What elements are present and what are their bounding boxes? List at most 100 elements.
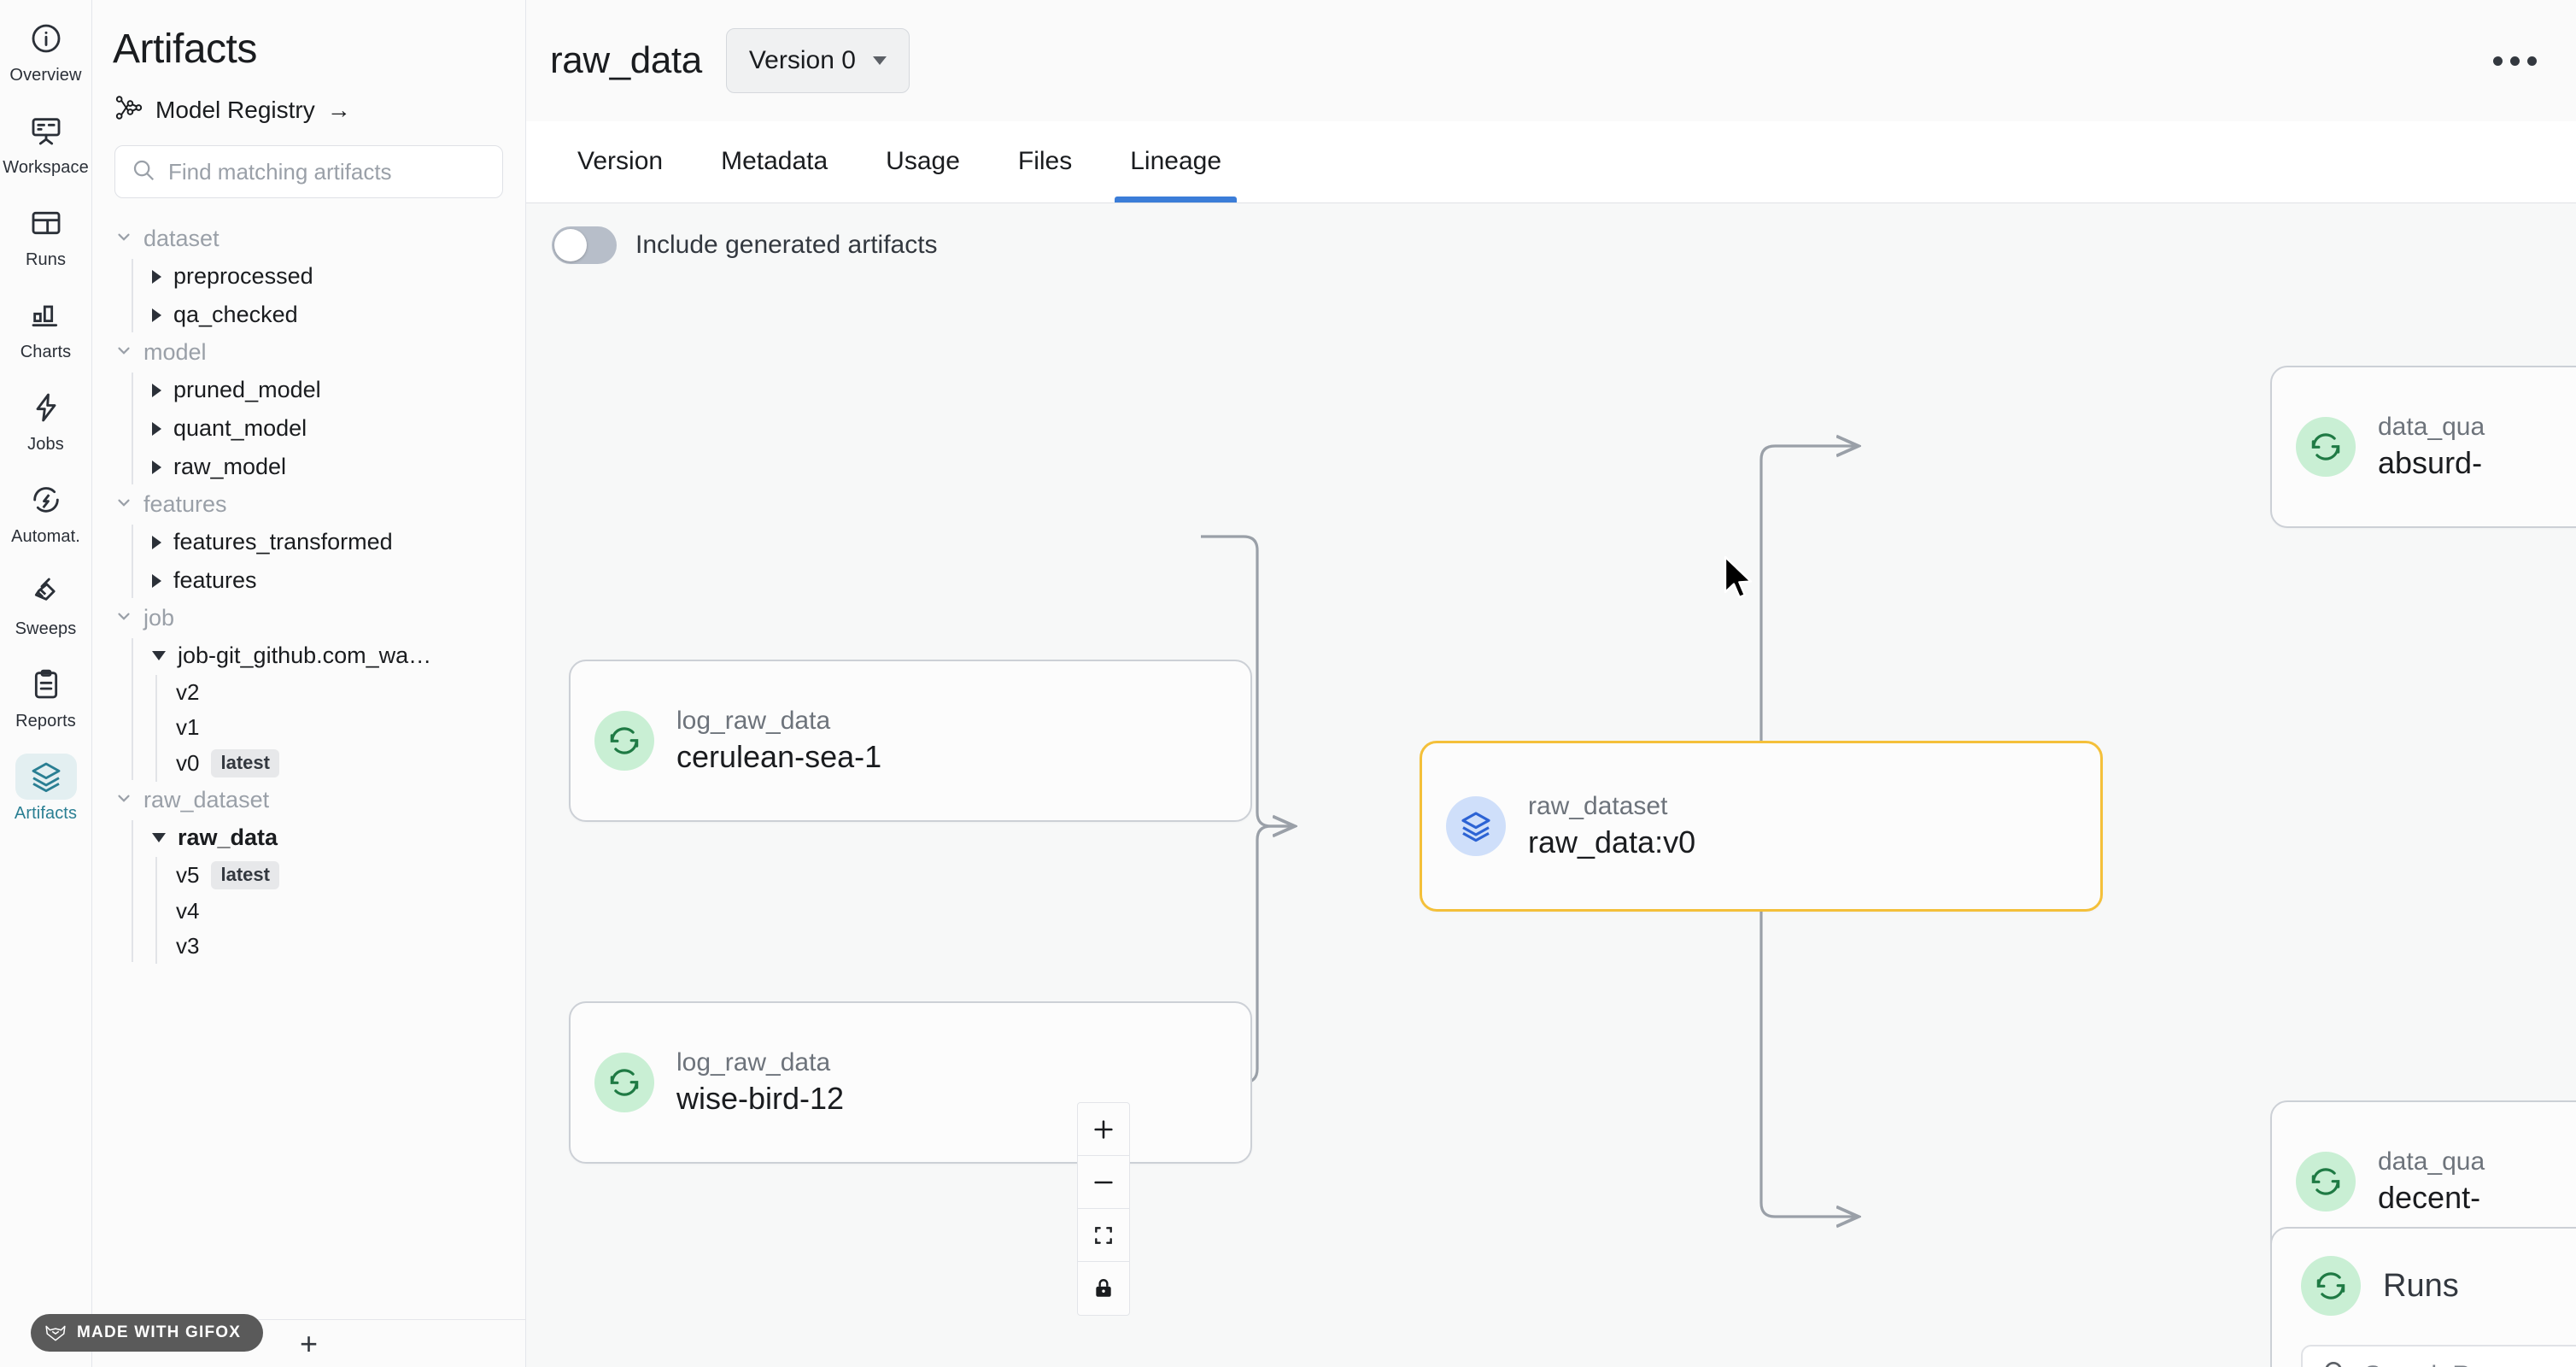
caret-right-icon[interactable] [152,573,161,588]
version-label: v5 [176,862,200,888]
caret-right-icon[interactable] [152,308,161,322]
zoom-controls [1077,1102,1130,1316]
search-icon [2321,1358,2349,1367]
rail-item-reports[interactable]: Reports [3,661,89,731]
artifact-tabs: Version Metadata Usage Files Lineage [526,121,2576,203]
include-generated-toggle[interactable] [552,226,617,264]
overflow-menu-button[interactable] [2493,56,2537,66]
fox-icon [45,1325,66,1341]
tab-usage[interactable]: Usage [886,147,960,175]
runs-search-placeholder: Search Ru [2364,1361,2485,1367]
tree-node-quant_model[interactable]: quant_model [132,409,525,448]
chevron-down-icon [114,493,133,516]
lineage-node-artifact-selected[interactable]: raw_dataset raw_data:v0 [1420,741,2103,912]
tree-node-pruned_model[interactable]: pruned_model [132,371,525,409]
rail-item-overview[interactable]: Overview [3,15,89,85]
tree-group-job[interactable]: job [92,600,525,637]
tree-node-features[interactable]: features [132,561,525,600]
node-name: cerulean-sea-1 [676,739,882,775]
caret-right-icon[interactable] [152,383,161,397]
rail-item-workspace[interactable]: Workspace [3,108,89,178]
lineage-node-run[interactable]: data_qua absurd- [2270,366,2576,528]
run-icon [2296,1152,2356,1212]
bar-chart-icon [15,292,77,338]
rail-item-charts[interactable]: Charts [3,292,89,362]
tree-node-raw_data[interactable]: raw_data [132,818,525,857]
fit-view-button[interactable] [1078,1209,1129,1262]
tab-files[interactable]: Files [1017,147,1073,175]
tree-group-raw_dataset[interactable]: raw_dataset [92,782,525,818]
tree-group-label: features [143,491,227,517]
gifox-watermark: MADE WITH GIFOX [31,1314,264,1352]
lineage-node-run[interactable]: log_raw_data cerulean-sea-1 [569,660,1252,822]
version-label: v1 [176,714,200,740]
rail-item-label: Charts [20,343,72,361]
tab-metadata[interactable]: Metadata [721,147,828,175]
version-item[interactable]: v2 [155,675,525,710]
tree-group-label: job [143,605,175,631]
workspace-icon [15,108,77,154]
artifact-layers-icon [1446,796,1506,856]
search-input[interactable] [168,158,487,185]
tree-node-features_transformed[interactable]: features_transformed [132,523,525,561]
version-item[interactable]: v3 [155,929,525,964]
artifact-search-box[interactable] [114,145,503,198]
caret-right-icon[interactable] [152,535,161,549]
version-item[interactable]: v1 [155,710,525,745]
caret-right-icon[interactable] [152,269,161,284]
tree-group-features[interactable]: features [92,486,525,523]
lock-button[interactable] [1078,1262,1129,1315]
tree-node-jobgit_githubcom_wa[interactable]: job-git_github.com_wa… [132,637,525,675]
version-label: v2 [176,679,200,705]
tree-node-label: features [173,567,257,593]
tree-group-dataset[interactable]: dataset [92,220,525,257]
runs-panel[interactable]: Runs Search Ru [2270,1227,2576,1367]
caret-down-icon[interactable] [152,833,166,842]
artifact-search-wrap [92,133,525,198]
rail-item-automat[interactable]: Automat. [3,477,89,547]
rail-item-sweeps[interactable]: Sweeps [3,569,89,639]
chevron-down-icon [114,607,133,630]
tree-node-qa_checked[interactable]: qa_checked [132,296,525,334]
zoom-in-button[interactable] [1078,1103,1129,1156]
rail-item-jobs[interactable]: Jobs [3,384,89,455]
caret-down-icon[interactable] [152,651,166,660]
tree-node-raw_model[interactable]: raw_model [132,448,525,486]
rail-item-artifacts[interactable]: Artifacts [3,754,89,824]
clipboard-icon [15,661,77,707]
tree-group-model[interactable]: model [92,334,525,371]
lineage-canvas[interactable]: Include generated artifacts [526,203,2576,1367]
tree-node-label: raw_data [178,824,278,850]
version-item[interactable]: v4 [155,894,525,929]
lineage-graph: log_raw_data cerulean-sea-1 log_raw_data… [526,203,2576,1367]
artifact-header: raw_data Version 0 [526,0,2576,121]
caret-right-icon[interactable] [152,460,161,474]
add-artifact-button[interactable]: + [299,1325,319,1361]
zoom-out-button[interactable] [1078,1156,1129,1209]
include-generated-label: Include generated artifacts [635,231,938,259]
lineage-node-run[interactable]: log_raw_data wise-bird-12 [569,1001,1252,1164]
rail-item-label: Workspace [3,158,89,177]
search-icon [131,157,156,187]
tree-node-label: raw_model [173,454,287,479]
tree-node-preprocessed[interactable]: preprocessed [132,257,525,296]
model-registry-link[interactable]: Model Registry → [92,81,525,133]
rail-item-label: Jobs [27,435,64,454]
tree-node-label: features_transformed [173,529,393,554]
caret-right-icon[interactable] [152,421,161,436]
rail-item-runs[interactable]: Runs [3,200,89,270]
table-icon [15,200,77,246]
artifacts-panel: Artifacts Model Registry → [92,0,526,1367]
rail-item-label: Reports [15,712,76,730]
tab-lineage[interactable]: Lineage [1101,120,1250,202]
runs-search-box[interactable]: Search Ru [2301,1345,2576,1367]
tab-version[interactable]: Version [577,147,664,175]
main-content: raw_data Version 0 Version Metadata Usage F… [526,0,2576,1367]
version-selector[interactable]: Version 0 [725,28,910,93]
